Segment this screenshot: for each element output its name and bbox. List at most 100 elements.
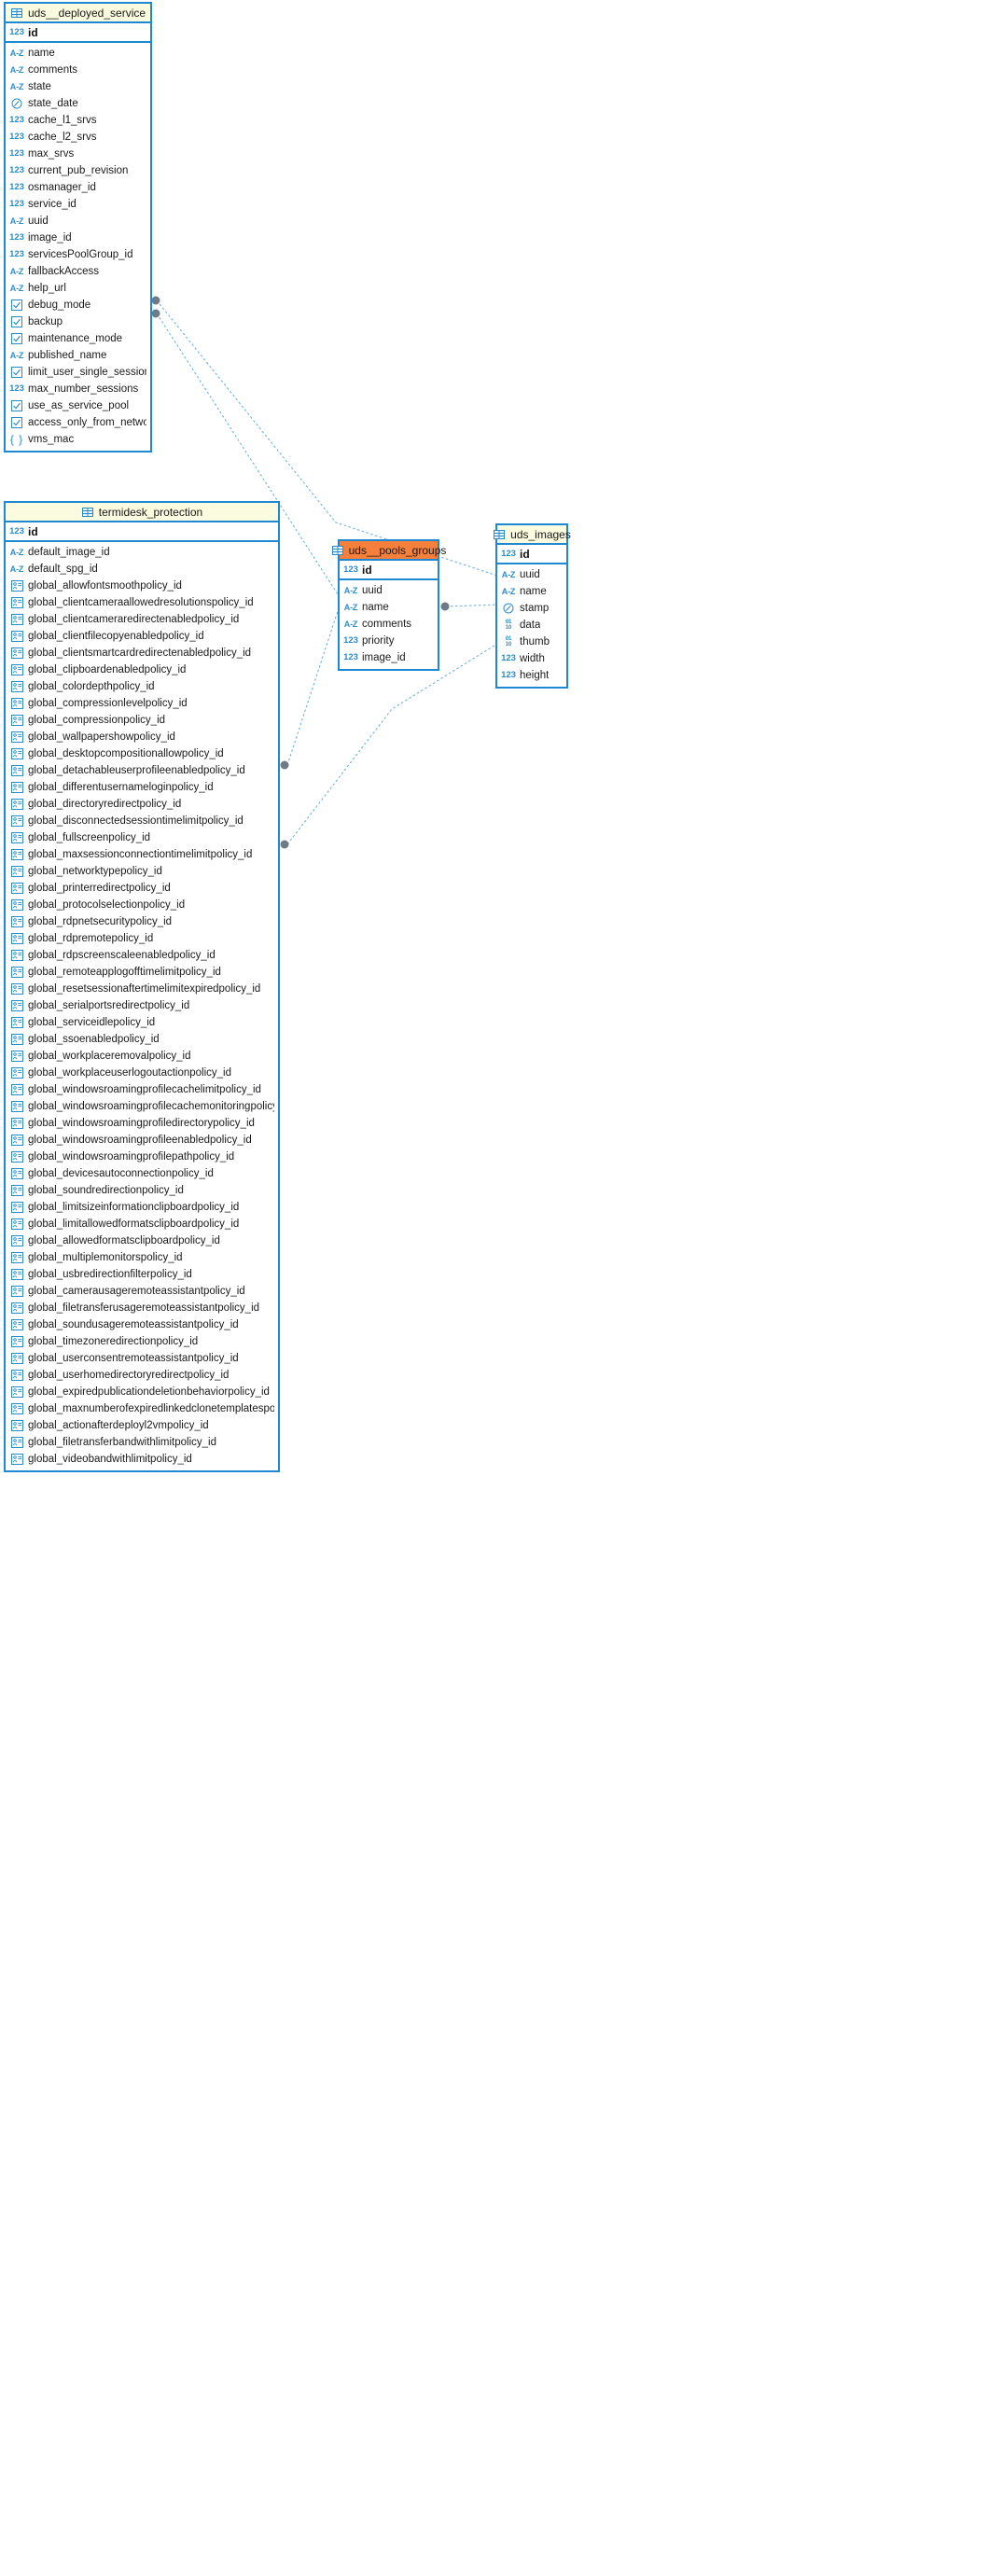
- entity-field-row[interactable]: global_colordepthpolicy_id: [6, 678, 278, 695]
- entity-field-row[interactable]: global_workplaceuserlogoutactionpolicy_i…: [6, 1065, 278, 1081]
- entity-field-row[interactable]: maintenance_mode: [6, 330, 150, 347]
- entity-field-row[interactable]: global_allowfontsmoothpolicy_id: [6, 578, 278, 594]
- entity-field-row[interactable]: global_maxsessionconnectiontimelimitpoli…: [6, 846, 278, 863]
- entity-field-row[interactable]: global_windowsroamingprofilecachelimitpo…: [6, 1081, 278, 1098]
- entity-field-row[interactable]: global_windowsroamingprofilecachemonitor…: [6, 1098, 278, 1115]
- entity-field-row[interactable]: global_desktopcompositionallowpolicy_id: [6, 745, 278, 762]
- entity-primary-key-row[interactable]: 123 id: [340, 561, 438, 580]
- entity-field-row[interactable]: global_printerredirectpolicy_id: [6, 880, 278, 897]
- entity-field-row[interactable]: global_windowsroamingprofiledirectorypol…: [6, 1115, 278, 1132]
- entity-field-row[interactable]: global_timezoneredirectionpolicy_id: [6, 1333, 278, 1350]
- entity-field-row[interactable]: state_date: [6, 95, 150, 112]
- entity-field-row[interactable]: global_resetsessionaftertimelimitexpired…: [6, 981, 278, 997]
- entity-field-row[interactable]: global_clientfilecopyenabledpolicy_id: [6, 628, 278, 645]
- entity-primary-key-row[interactable]: 123 id: [6, 522, 278, 542]
- entity-field-row[interactable]: use_as_service_pool: [6, 397, 150, 414]
- entity-field-row[interactable]: global_networktypepolicy_id: [6, 863, 278, 880]
- entity-field-row[interactable]: global_serviceidlepolicy_id: [6, 1014, 278, 1031]
- entity-field-row[interactable]: backup: [6, 313, 150, 330]
- entity-field-row[interactable]: global_ssoenabledpolicy_id: [6, 1031, 278, 1048]
- entity-field-row[interactable]: global_clientcameraredirectenabledpolicy…: [6, 611, 278, 628]
- entity-field-row[interactable]: global_rdpscreenscaleenabledpolicy_id: [6, 947, 278, 964]
- entity-field-row[interactable]: global_soundusageremoteassistantpolicy_i…: [6, 1316, 278, 1333]
- entity-field-row[interactable]: global_differentusernameloginpolicy_id: [6, 779, 278, 796]
- entity-field-row[interactable]: limit_user_single_session: [6, 364, 150, 381]
- entity-field-row[interactable]: global_serialportsredirectpolicy_id: [6, 997, 278, 1014]
- entity-field-row[interactable]: global_rdpremotepolicy_id: [6, 930, 278, 947]
- entity-field-row[interactable]: global_workplaceremovalpolicy_id: [6, 1048, 278, 1065]
- entity-field-row[interactable]: global_rdpnetsecuritypolicy_id: [6, 913, 278, 930]
- entity-field-row[interactable]: global_protocolselectionpolicy_id: [6, 897, 278, 913]
- entity-field-row[interactable]: { }vms_mac: [6, 431, 150, 448]
- entity-field-row[interactable]: global_expiredpublicationdeletionbehavio…: [6, 1384, 278, 1400]
- entity-header[interactable]: uds_images: [494, 525, 571, 545]
- entity-field-row[interactable]: global_windowsroamingprofilepathpolicy_i…: [6, 1149, 278, 1165]
- entity-header[interactable]: uds__pools_groups: [331, 541, 446, 561]
- entity-field-row[interactable]: global_windowsroamingprofileenabledpolic…: [6, 1132, 278, 1149]
- entity-header[interactable]: uds__deployed_service: [6, 4, 150, 23]
- entity-header[interactable]: termidesk_protection: [6, 503, 278, 522]
- entity-field-row[interactable]: global_soundredirectionpolicy_id: [6, 1182, 278, 1199]
- entity-field-row[interactable]: global_videobandwithlimitpolicy_id: [6, 1451, 278, 1468]
- entity-field-row[interactable]: debug_mode: [6, 297, 150, 313]
- entity-field-row[interactable]: global_clientsmartcardredirectenabledpol…: [6, 645, 278, 661]
- entity-field-row[interactable]: global_filetransferbandwithlimitpolicy_i…: [6, 1434, 278, 1451]
- entity-field-row[interactable]: global_userconsentremoteassistantpolicy_…: [6, 1350, 278, 1367]
- entity-primary-key-row[interactable]: 123 id: [6, 23, 150, 43]
- entity-field-row[interactable]: global_remoteapplogofftimelimitpolicy_id: [6, 964, 278, 981]
- entity-field-row[interactable]: global_actionafterdeployl2vmpolicy_id: [6, 1417, 278, 1434]
- entity-field-row[interactable]: global_allowedformatsclipboardpolicy_id: [6, 1232, 278, 1249]
- entity-field-row[interactable]: global_wallpapershowpolicy_id: [6, 729, 278, 745]
- entity-field-row[interactable]: global_devicesautoconnectionpolicy_id: [6, 1165, 278, 1182]
- entity-field-row[interactable]: access_only_from_networks: [6, 414, 150, 431]
- entity-field-row[interactable]: global_clientcameraallowedresolutionspol…: [6, 594, 278, 611]
- entity-field-row[interactable]: global_fullscreenpolicy_id: [6, 829, 278, 846]
- entity-field-row[interactable]: global_filetransferusageremoteassistantp…: [6, 1300, 278, 1316]
- entity-field-row[interactable]: global_detachableuserprofileenabledpolic…: [6, 762, 278, 779]
- entity-field-row[interactable]: global_compressionlevelpolicy_id: [6, 695, 278, 712]
- entity-field-row[interactable]: global_limitallowedformatsclipboardpolic…: [6, 1216, 278, 1232]
- entity-field-row[interactable]: global_compressionpolicy_id: [6, 712, 278, 729]
- entity-field-row[interactable]: global_clipboardenabledpolicy_id: [6, 661, 278, 678]
- entity-field-row[interactable]: global_multiplemonitorspolicy_id: [6, 1249, 278, 1266]
- entity-field-row[interactable]: stamp: [497, 600, 566, 617]
- entity-primary-key-row[interactable]: 123 id: [497, 545, 566, 564]
- entity-field-row[interactable]: global_maxnumberofexpiredlinkedclonetemp…: [6, 1400, 278, 1417]
- entity-field-row[interactable]: global_usbredirectionfilterpolicy_id: [6, 1266, 278, 1283]
- entity-field-row[interactable]: global_disconnectedsessiontimelimitpolic…: [6, 813, 278, 829]
- entity-field-row[interactable]: global_limitsizeinformationclipboardpoli…: [6, 1199, 278, 1216]
- entity-field-row[interactable]: global_directoryredirectpolicy_id: [6, 796, 278, 813]
- entity-field-row[interactable]: global_userhomedirectoryredirectpolicy_i…: [6, 1367, 278, 1384]
- entity-field-row[interactable]: global_camerausageremoteassistantpolicy_…: [6, 1283, 278, 1300]
